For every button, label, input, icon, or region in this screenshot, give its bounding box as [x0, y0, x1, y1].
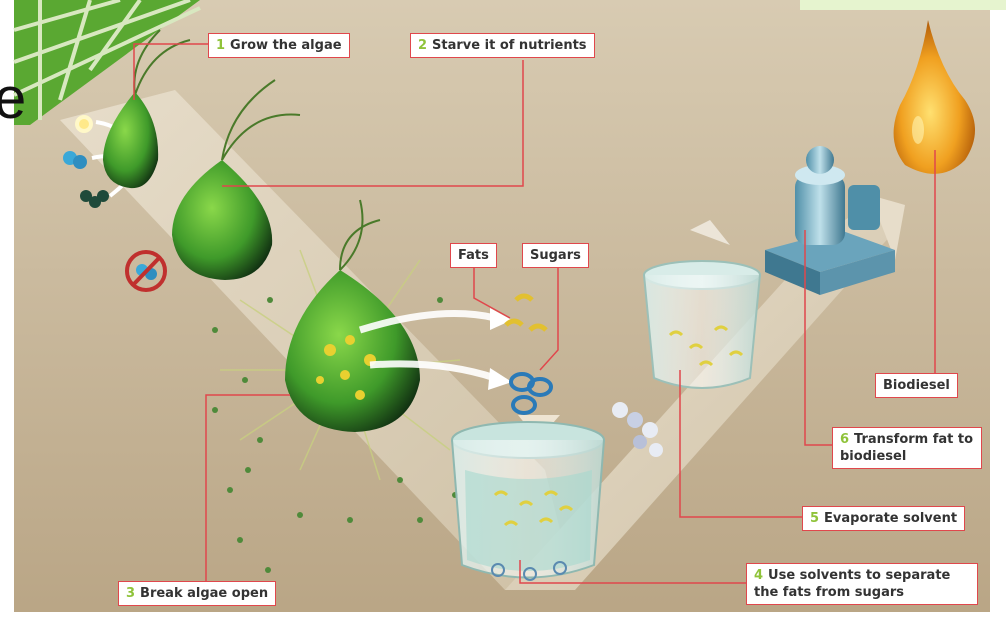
step-3-label: Break algae open: [140, 586, 268, 601]
step-3-callout: 3 Break algae open: [118, 581, 276, 606]
step-2-callout: 2 Starve it of nutrients: [410, 33, 595, 58]
step-5-label: Evaporate solvent: [824, 511, 957, 526]
step-4-label: Use solvents to separate the fats from s…: [754, 568, 950, 600]
solvent-beaker: [452, 422, 604, 580]
step-5-callout: 5 Evaporate solvent: [802, 506, 965, 531]
step-1-label: Grow the algae: [230, 38, 341, 53]
step-2-label: Starve it of nutrients: [432, 38, 587, 53]
step-1-number: 1: [216, 38, 225, 53]
biodiesel-callout: Biodiesel: [875, 373, 958, 398]
sugars-label: Sugars: [530, 248, 581, 263]
partial-title-letter: e: [0, 70, 26, 128]
fats-callout: Fats: [450, 243, 497, 268]
step-2-number: 2: [418, 38, 427, 53]
step-6-number: 6: [840, 432, 849, 447]
step-5-number: 5: [810, 511, 819, 526]
step-6-label: Transform fat to biodiesel: [840, 432, 973, 464]
step-3-number: 3: [126, 586, 135, 601]
fats-label: Fats: [458, 248, 489, 263]
biodiesel-label: Biodiesel: [883, 378, 950, 393]
sugars-callout: Sugars: [522, 243, 589, 268]
step-1-callout: 1 Grow the algae: [208, 33, 350, 58]
step-4-number: 4: [754, 568, 763, 583]
